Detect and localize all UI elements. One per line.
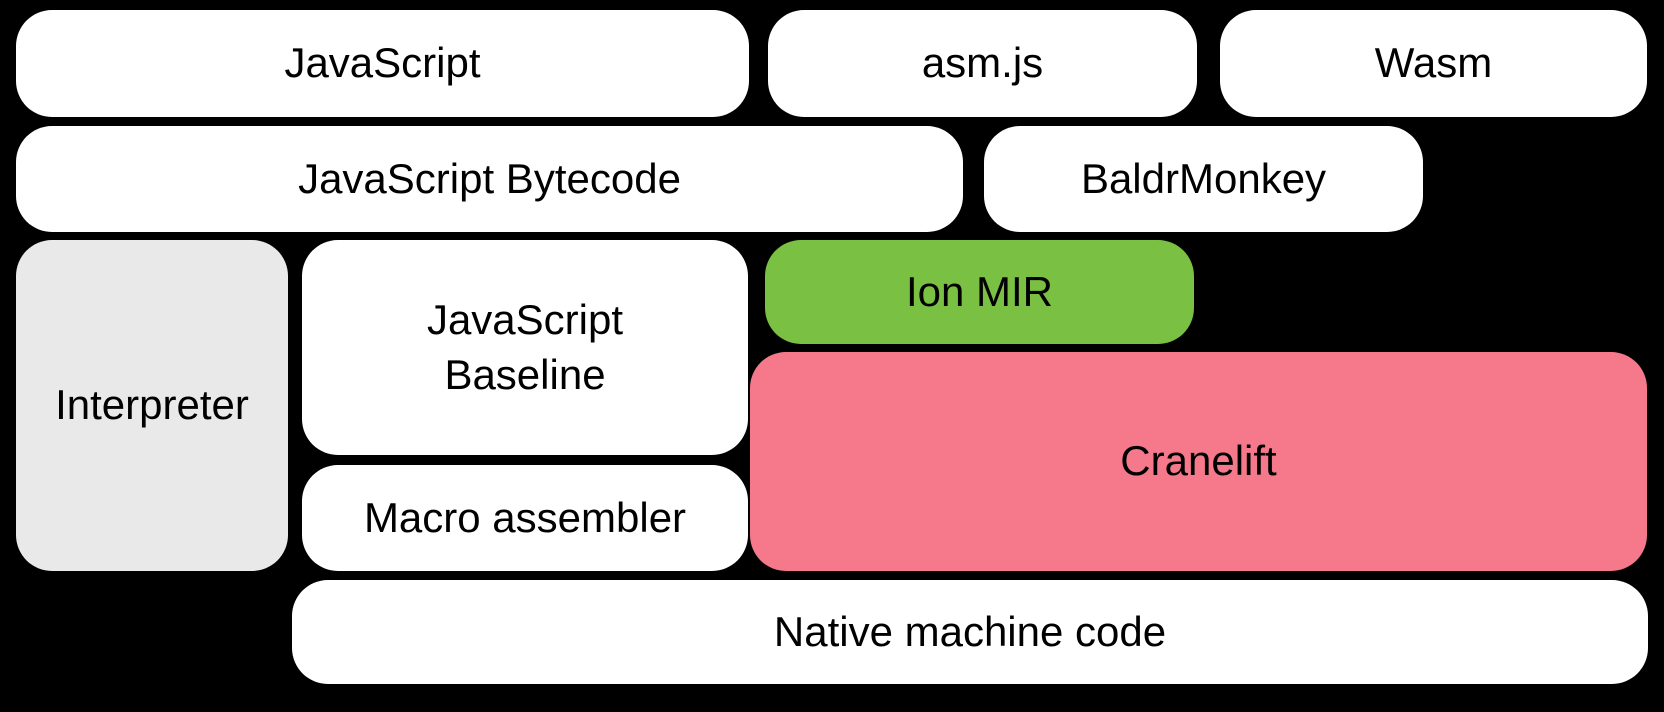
diagram-node-baldrmonkey-label: BaldrMonkey <box>1080 154 1327 202</box>
diagram-node-interpreter-label: Interpreter <box>55 381 249 429</box>
diagram-node-native-machine-code: Native machine code <box>292 580 1648 684</box>
diagram-node-cranelift-label: Cranelift <box>1120 437 1277 485</box>
diagram-node-asmjs-label: asm.js <box>921 39 1044 87</box>
diagram-node-javascript-baseline-label: JavaScript Baseline <box>426 295 624 398</box>
diagram-node-interpreter: Interpreter <box>16 240 288 571</box>
diagram-node-javascript-bytecode: JavaScript Bytecode <box>16 126 963 232</box>
diagram-node-ion-mir-label: Ion MIR <box>905 267 1054 315</box>
diagram-node-macro-assembler: Macro assembler <box>302 465 748 571</box>
diagram-node-ion-mir: Ion MIR <box>765 240 1194 344</box>
diagram-node-javascript-bytecode-label: JavaScript Bytecode <box>298 154 681 202</box>
diagram-node-macro-assembler-label: Macro assembler <box>363 493 687 541</box>
diagram-node-baldrmonkey: BaldrMonkey <box>984 126 1423 232</box>
diagram-node-wasm-label: Wasm <box>1374 39 1493 87</box>
diagram-node-javascript-label: JavaScript <box>284 39 481 87</box>
diagram-node-wasm: Wasm <box>1220 10 1647 117</box>
diagram-node-native-machine-code-label: Native machine code <box>773 607 1167 655</box>
diagram-node-javascript: JavaScript <box>16 10 749 117</box>
diagram-node-asmjs: asm.js <box>768 10 1197 117</box>
diagram-node-javascript-baseline: JavaScript Baseline <box>302 240 748 455</box>
diagram-node-cranelift: Cranelift <box>750 352 1647 571</box>
